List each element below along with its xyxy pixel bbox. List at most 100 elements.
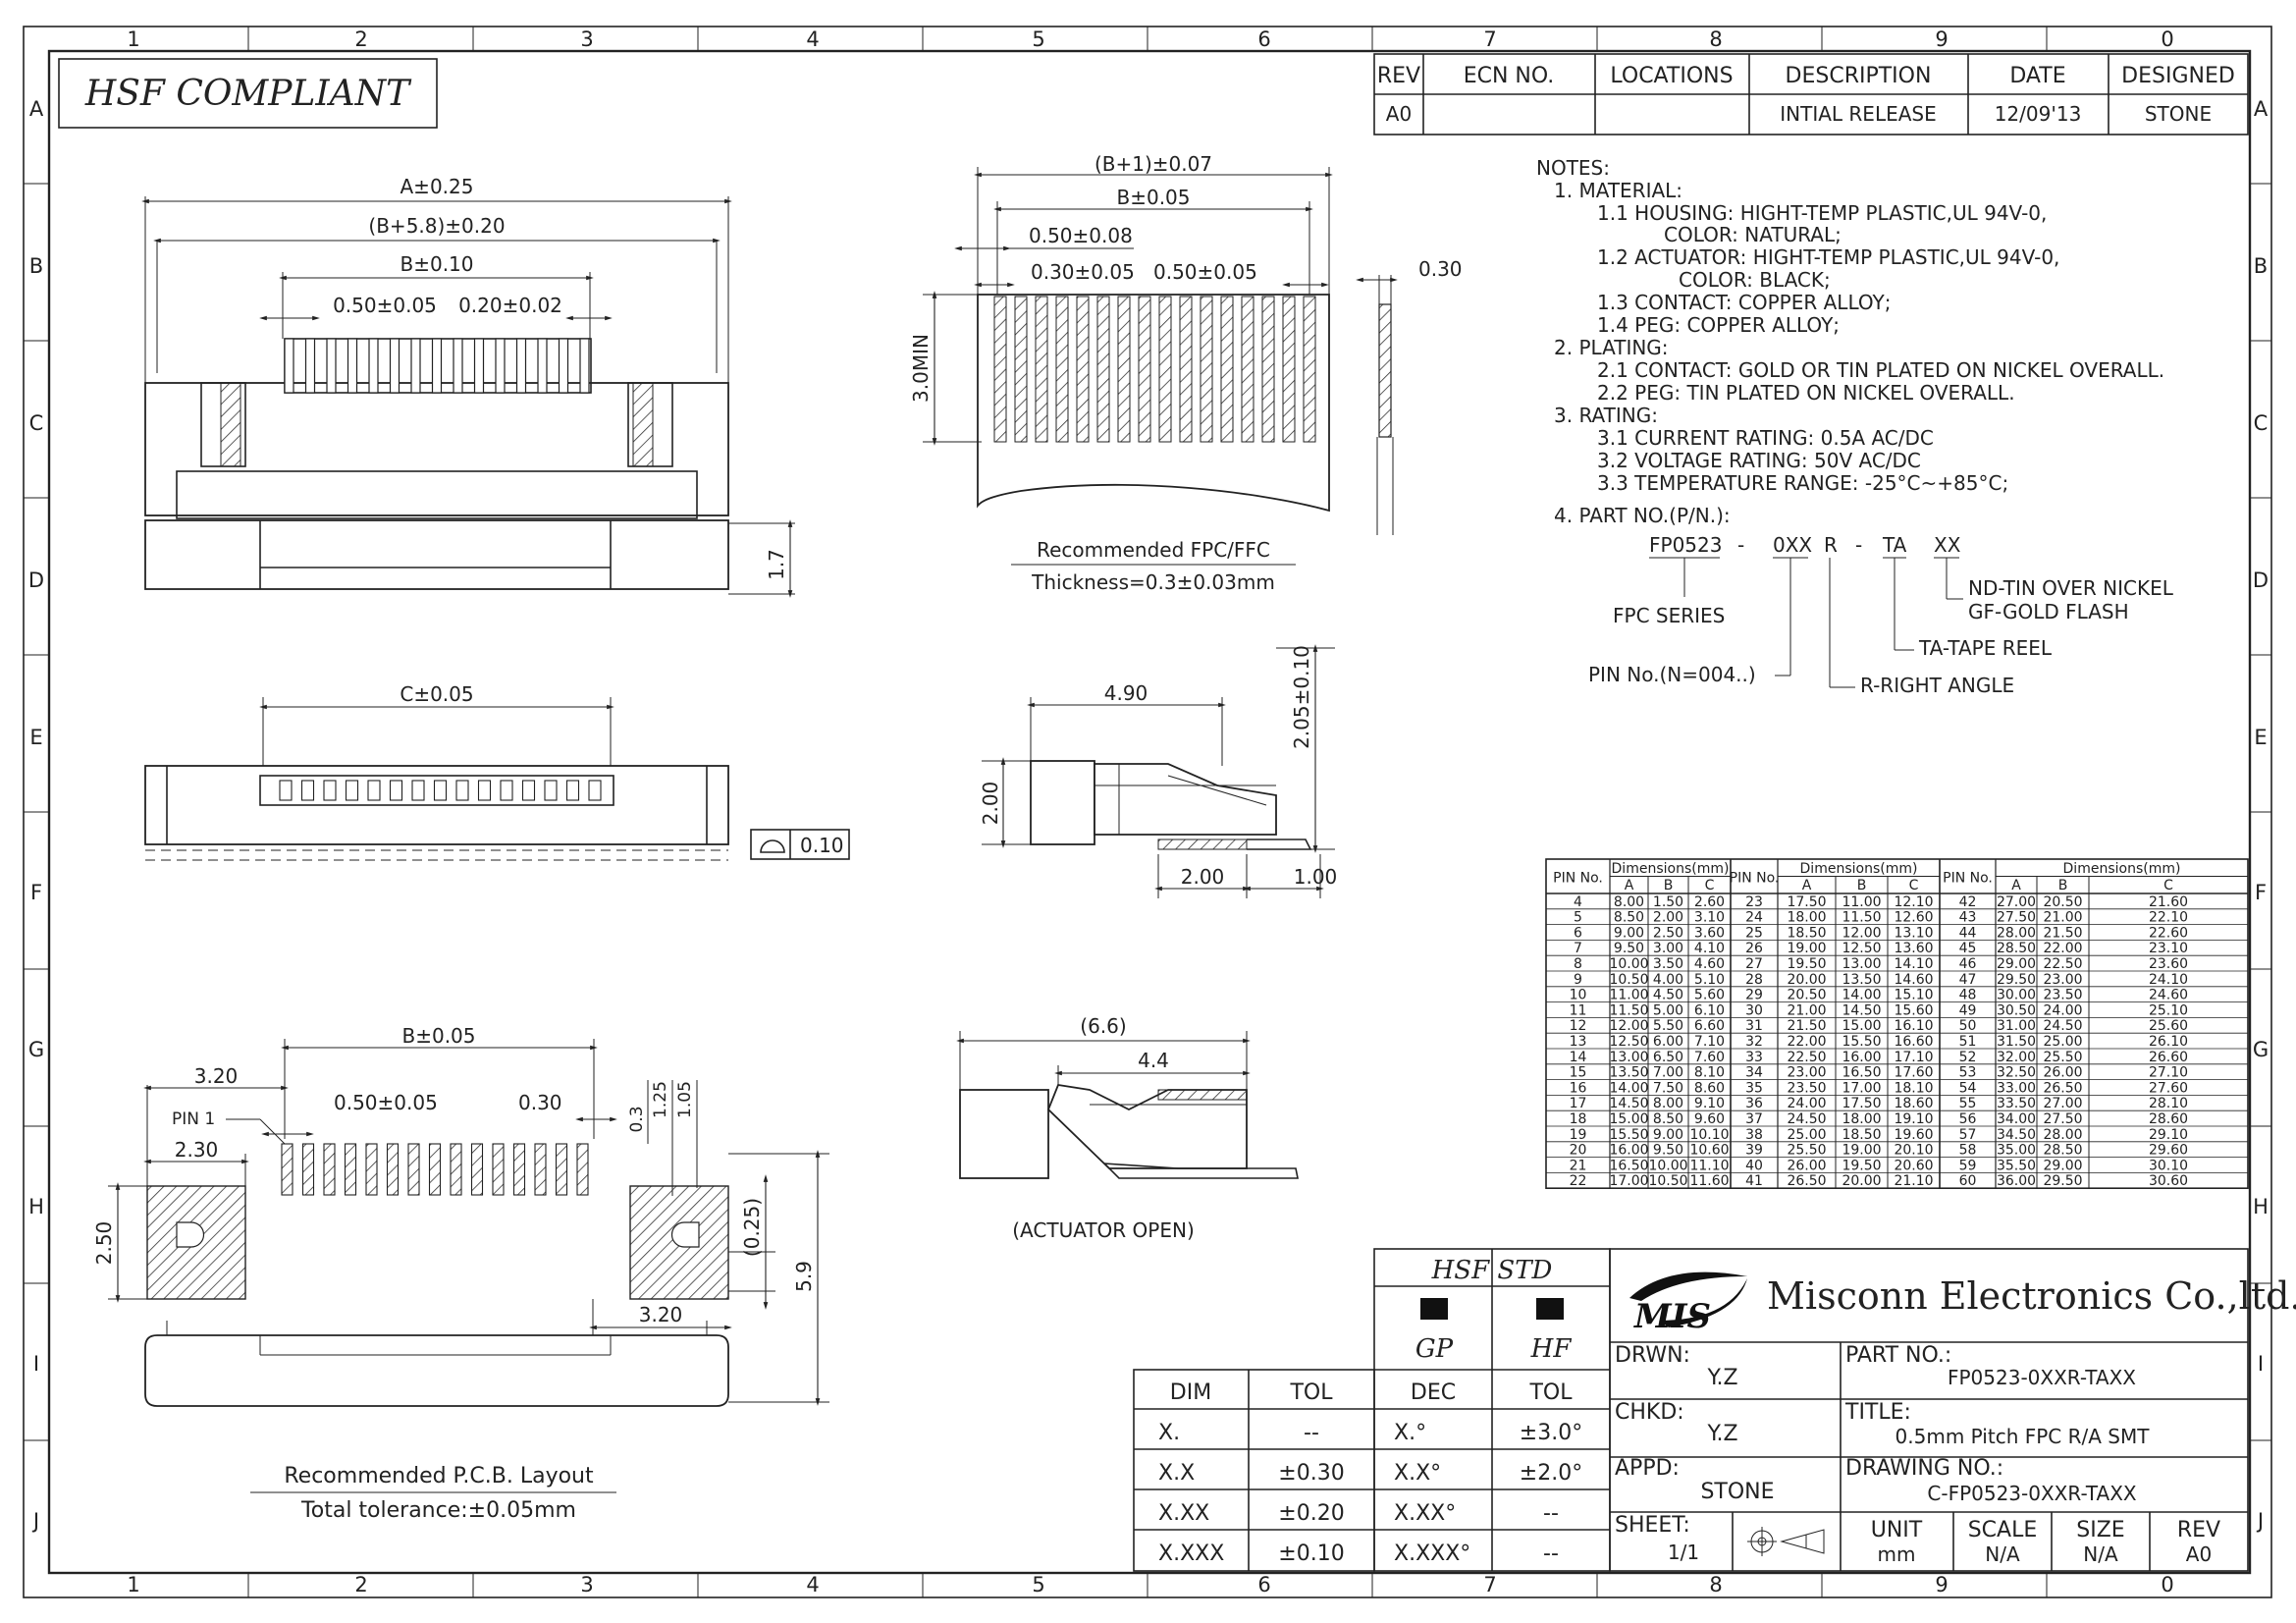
row-label-right: G: [2253, 1038, 2269, 1061]
table-cell: 27.50: [2043, 1111, 2082, 1127]
table-cell: 23.50: [2043, 988, 2082, 1003]
contact-pin: [389, 338, 400, 394]
svg-text:REV: REV: [2177, 1518, 2220, 1542]
pcb-layout-view: B±0.05 3.20 PIN 1 0.50±0.05 0.30 0.3 1.2…: [92, 1024, 829, 1523]
column-label-top: 8: [1709, 27, 1722, 51]
table-cell: 27.00: [2043, 1096, 2082, 1111]
table-cell: 29.50: [2043, 1173, 2082, 1189]
table-cell: 23: [1745, 894, 1763, 910]
pcb-tolerance: Total tolerance:±0.05mm: [300, 1498, 576, 1523]
svg-text:--: --: [1543, 1501, 1559, 1526]
dimension-subheader: B: [1664, 878, 1674, 893]
contact-pin: [284, 338, 294, 394]
pcb-pad: [534, 1143, 547, 1196]
svg-text:R: R: [1824, 533, 1838, 557]
fpc-thickness: Thickness=0.3±0.03mm: [1031, 570, 1275, 594]
table-cell: 22.00: [1787, 1034, 1826, 1050]
pcb-pad: [323, 1143, 336, 1196]
table-cell: 17.50: [1842, 1096, 1881, 1111]
fpc-trace: [1096, 296, 1110, 443]
table-cell: 30.10: [2149, 1158, 2188, 1173]
row-label-left: C: [29, 411, 44, 435]
svg-text:R-RIGHT ANGLE: R-RIGHT ANGLE: [1860, 674, 2014, 697]
table-cell: 27: [1745, 956, 1763, 972]
column-label-bottom: 2: [354, 1573, 367, 1596]
table-cell: 43: [1959, 910, 1977, 926]
table-cell: 26.00: [2043, 1065, 2082, 1081]
table-cell: 36.00: [1997, 1173, 2036, 1189]
table-cell: 24.00: [2043, 1002, 2082, 1018]
table-cell: 9.00: [1614, 925, 1644, 941]
svg-text:0.10: 0.10: [800, 834, 844, 857]
table-cell: 33: [1745, 1050, 1763, 1065]
svg-text:±0.20: ±0.20: [1278, 1501, 1344, 1526]
table-cell: 9.10: [1694, 1096, 1725, 1111]
fpc-trace: [1200, 296, 1213, 443]
row-label-left: B: [29, 254, 43, 278]
sheet-number: 1/1: [1668, 1541, 1699, 1564]
table-cell: 26.60: [2149, 1050, 2188, 1065]
table-cell: 31: [1745, 1018, 1763, 1034]
row-label-right: A: [2254, 97, 2269, 121]
table-cell: 12.60: [1894, 910, 1933, 926]
dimension-subheader: C: [2163, 878, 2173, 893]
svg-text:FPC SERIES: FPC SERIES: [1613, 604, 1725, 627]
fpc-trace: [993, 296, 1007, 443]
svg-text:1.4 PEG: COPPER ALLOY;: 1.4 PEG: COPPER ALLOY;: [1597, 313, 1840, 337]
svg-text:X.XXX°: X.XXX°: [1394, 1542, 1470, 1566]
svg-text:3.2 VOLTAGE RATING: 50V AC/DC: 3.2 VOLTAGE RATING: 50V AC/DC: [1597, 449, 1921, 472]
table-cell: 39: [1745, 1143, 1763, 1159]
scale-value: N/A: [1985, 1542, 2020, 1566]
table-cell: 10.50: [1609, 972, 1648, 988]
svg-text:1.1 HOUSING: HIGHT-TEMP PLASTI: 1.1 HOUSING: HIGHT-TEMP PLASTIC,UL 94V-0…: [1597, 201, 2047, 225]
svg-text:4.90: 4.90: [1104, 681, 1148, 705]
svg-text:MIS: MIS: [1633, 1297, 1711, 1336]
svg-text:SHEET:: SHEET:: [1615, 1513, 1690, 1538]
table-cell: 16.10: [1894, 1018, 1933, 1034]
table-cell: 9.50: [1614, 941, 1644, 956]
designed-value: STONE: [2145, 102, 2212, 126]
table-cell: 13.10: [1894, 925, 1933, 941]
table-cell: 3.60: [1694, 925, 1725, 941]
table-cell: 25.00: [1787, 1127, 1826, 1143]
table-cell: 12.10: [1894, 894, 1933, 910]
table-cell: 22.50: [2043, 956, 2082, 972]
dimension-subheader: C: [1909, 878, 1919, 893]
svg-text:3.20: 3.20: [194, 1064, 239, 1088]
svg-text:2. PLATING:: 2. PLATING:: [1554, 336, 1669, 359]
table-cell: 27.10: [2149, 1065, 2188, 1081]
contact-pin: [411, 780, 425, 801]
table-cell: 10.00: [1609, 956, 1648, 972]
table-cell: 9: [1574, 972, 1582, 988]
pcb-pad: [512, 1143, 526, 1196]
svg-text:(B+1)±0.07: (B+1)±0.07: [1095, 152, 1212, 176]
table-cell: 15.10: [1894, 988, 1933, 1003]
table-cell: 14.50: [1609, 1096, 1648, 1111]
part-number: FP0523-0XXR-TAXX: [1948, 1366, 2136, 1389]
pin-no-header: PIN No.: [1943, 871, 1993, 887]
table-cell: 11.10: [1689, 1158, 1729, 1173]
svg-text:A±0.25: A±0.25: [400, 175, 474, 198]
table-cell: 25.50: [1787, 1143, 1826, 1159]
table-cell: 29.00: [1997, 956, 2036, 972]
svg-text:2.50: 2.50: [92, 1221, 116, 1266]
table-cell: 15.50: [1609, 1127, 1648, 1143]
open-caption: (ACTUATOR OPEN): [1012, 1218, 1195, 1242]
column-label-top: 4: [806, 27, 819, 51]
table-cell: 57: [1959, 1127, 1977, 1143]
table-cell: 22.60: [2149, 925, 2188, 941]
svg-text:3. RATING:: 3. RATING:: [1554, 404, 1658, 427]
table-cell: 55: [1959, 1096, 1977, 1111]
table-cell: 40: [1745, 1158, 1763, 1173]
pcb-pad: [344, 1143, 357, 1196]
contact-pin: [300, 780, 315, 801]
checked-by: Y.Z: [1706, 1422, 1737, 1446]
table-cell: 23.00: [2043, 972, 2082, 988]
svg-text:COLOR: BLACK;: COLOR: BLACK;: [1679, 268, 1831, 292]
table-cell: 13.00: [1609, 1050, 1648, 1065]
svg-text:2.05±0.10: 2.05±0.10: [1290, 645, 1313, 749]
table-cell: 9.60: [1694, 1111, 1725, 1127]
table-cell: 32.50: [1997, 1065, 2036, 1081]
table-cell: 18.10: [1894, 1080, 1933, 1096]
svg-text:0.30: 0.30: [1418, 257, 1463, 281]
